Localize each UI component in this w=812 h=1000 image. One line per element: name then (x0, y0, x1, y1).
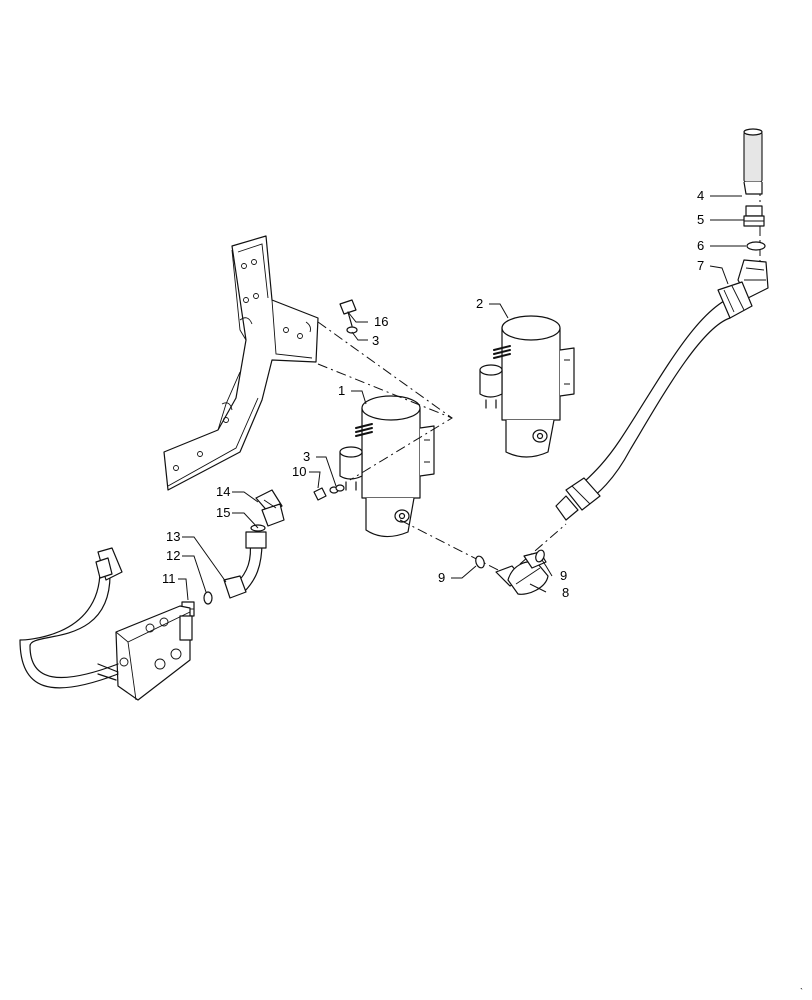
callout-1: 1 (338, 383, 345, 398)
callout-10: 10 (292, 464, 306, 479)
tube-13 (223, 524, 267, 599)
o-ring-6 (746, 241, 766, 251)
valve-block (115, 605, 193, 701)
accumulator-2 (479, 315, 575, 458)
o-ring-9-left (475, 555, 485, 569)
corner-mark: ` (800, 987, 803, 997)
callout-16: 16 (374, 314, 388, 329)
hose-7 (555, 259, 769, 521)
o-ring-12 (203, 591, 213, 605)
bolt-10 (313, 484, 345, 501)
callout-11: 11 (162, 571, 176, 586)
adapter-5 (743, 205, 765, 227)
callout-labels: 1 2 3 3 4 5 6 7 8 9 9 10 11 12 13 14 15 … (162, 188, 803, 997)
callout-3-lower: 3 (303, 449, 310, 464)
callout-6: 6 (697, 238, 704, 253)
return-hose (19, 547, 123, 689)
filter-breather-4 (743, 128, 763, 195)
callout-12: 12 (166, 548, 180, 563)
callout-15: 15 (216, 505, 230, 520)
callout-8: 8 (562, 585, 569, 600)
callout-13: 13 (166, 529, 180, 544)
callout-4: 4 (697, 188, 704, 203)
callout-3-upper: 3 (372, 333, 379, 348)
callout-14: 14 (216, 484, 230, 499)
leader-lines (178, 195, 746, 601)
mounting-bracket (163, 235, 319, 491)
callout-9-left: 9 (438, 570, 445, 585)
elbow-14 (255, 489, 285, 527)
callout-2: 2 (476, 296, 483, 311)
accumulator-1 (339, 395, 435, 538)
callout-7: 7 (697, 258, 704, 273)
callout-5: 5 (697, 212, 704, 227)
callout-9-right: 9 (560, 568, 567, 583)
o-ring-9-right (535, 549, 545, 563)
elbow-fitting-8 (495, 551, 549, 595)
bolt-16 (339, 299, 358, 334)
